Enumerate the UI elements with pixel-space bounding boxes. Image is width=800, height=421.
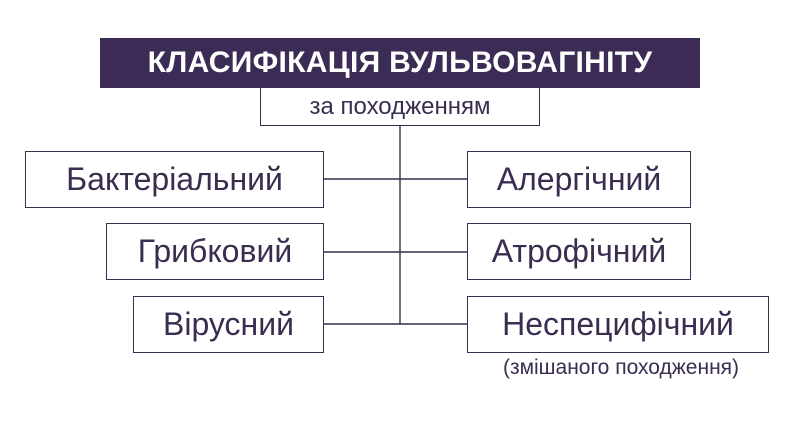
diagram-title: КЛАСИФІКАЦІЯ ВУЛЬВОВАГІНІТУ	[100, 38, 700, 88]
type-bacterial-box: Бактеріальний	[25, 151, 324, 208]
type-viral-box: Вірусний	[133, 296, 324, 353]
type-fungal-box: Грибковий	[106, 223, 324, 280]
type-atrophic-box: Атрофічний	[467, 223, 691, 280]
type-nonspecific-box: Неспецифічний	[467, 296, 769, 353]
nonspecific-note: (змішаного походження)	[502, 356, 740, 379]
diagram-subtitle: за походженням	[260, 88, 540, 126]
type-allergic-box: Алергічний	[467, 151, 691, 208]
